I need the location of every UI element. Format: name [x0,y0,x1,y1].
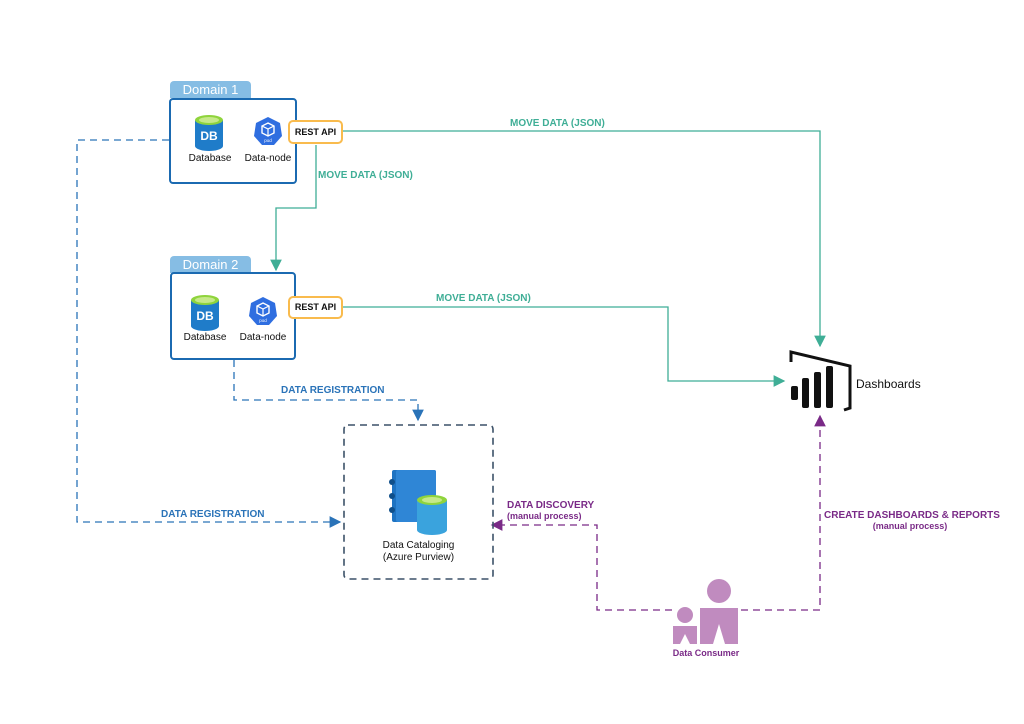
power-bi-icon [789,350,852,412]
svg-text:pod: pod [259,318,267,323]
catalog-label: Data Cataloging (Azure Purview) [360,540,477,564]
edge-label-d1-d2: MOVE DATA (JSON) [318,170,413,181]
create-title: CREATE DASHBOARDS & REPORTS [824,510,1000,521]
svg-text:pod: pod [264,138,272,143]
catalog-icon [389,470,447,535]
pod-icon: pod [249,297,277,325]
edge-create-dashboards [741,414,826,611]
svg-text:DB: DB [196,309,214,323]
edge-d2-registration [233,360,424,422]
edge-label-d1-registration: DATA REGISTRATION [161,509,265,520]
discovery-title: DATA DISCOVERY [507,500,595,511]
database-icon: DB [191,295,219,331]
data-consumer-label: Data Consumer [672,648,740,658]
edge-d1-to-d2 [270,145,317,272]
domain1-rest-api: REST API [288,120,343,144]
data-consumer-icon [673,579,738,644]
dashboards-label: Dashboards [856,377,921,391]
edge-d1-registration [76,139,342,528]
edge-label-d1-dashboards: MOVE DATA (JSON) [510,118,605,129]
domain2-tab: Domain 2 [170,256,251,273]
edge-d2-to-dashboards [343,306,786,387]
edge-label-d2-registration: DATA REGISTRATION [281,385,385,396]
edge-label-d2-dashboards: MOVE DATA (JSON) [436,293,531,304]
discovery-note: (manual process) [507,511,582,521]
edge-discovery [490,519,672,611]
create-note: (manual process) [872,521,948,531]
domain1-datanode-label: Data-node [244,153,292,164]
domain2-database-label: Database [183,332,227,343]
svg-text:DB: DB [200,129,218,143]
catalog-line1: Data Cataloging [382,540,455,551]
domain1-tab: Domain 1 [170,81,251,98]
pod-icon: pod [254,117,282,145]
edge-label-discovery: DATA DISCOVERY (manual process) [507,500,594,522]
edge-d1-to-dashboards [343,130,826,348]
domain2-rest-api: REST API [288,296,343,319]
database-icon: DB [195,115,223,151]
catalog-box [343,424,494,580]
edge-label-create-dashboards: CREATE DASHBOARDS & REPORTS (manual proc… [824,510,1000,532]
catalog-line2: (Azure Purview) [382,552,455,563]
domain2-datanode-label: Data-node [239,332,287,343]
domain1-database-label: Database [188,153,232,164]
